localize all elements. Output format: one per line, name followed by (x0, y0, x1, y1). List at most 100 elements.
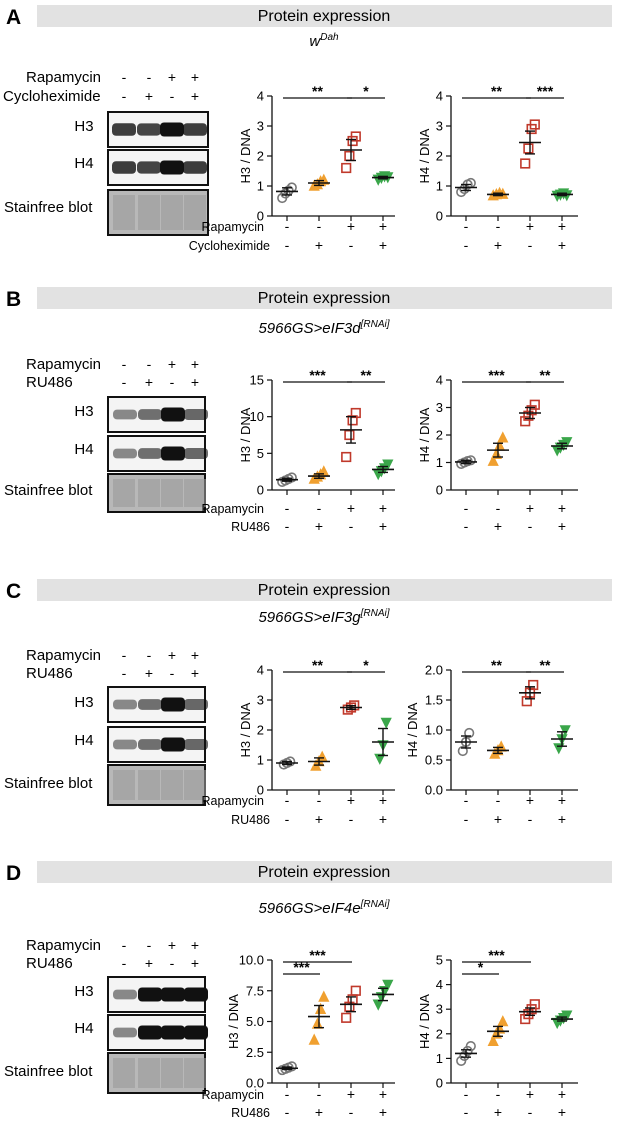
blot-sign: + (145, 955, 153, 971)
blot-sign: - (122, 647, 127, 663)
plot-sign: - (285, 811, 290, 827)
plot-sign: + (379, 792, 387, 808)
blot-row-label-rapamycin: Rapamycin (26, 69, 101, 86)
y-tick-label: 10.0 (239, 953, 264, 968)
significance-label: *** (537, 83, 554, 99)
blot-lane (113, 195, 135, 230)
data-point (344, 150, 355, 162)
y-tick-label: 4 (436, 89, 443, 104)
blot-lane (138, 1058, 160, 1088)
blot-row-label-rapamycin: Rapamycin (26, 647, 101, 664)
plot-sign: + (315, 518, 323, 534)
y-axis-label: H4 / DNA (417, 407, 432, 462)
y-tick-label: 1.5 (425, 693, 443, 708)
data-point (529, 119, 540, 130)
blot-lane (184, 195, 206, 230)
blot-label: H3 (74, 403, 93, 420)
plot-sign: - (285, 218, 290, 234)
blot-band (161, 446, 185, 461)
y-axis-label: H3 / DNA (226, 994, 241, 1049)
y-tick-label: 1 (436, 1051, 443, 1066)
significance-label: *** (488, 367, 505, 383)
data-point (314, 1002, 327, 1014)
blot-band (184, 448, 208, 459)
blot-band (161, 987, 185, 1002)
plot-sign: + (558, 792, 566, 808)
plot-sign: + (347, 500, 355, 516)
data-point (529, 399, 540, 410)
blot-label: H4 (74, 1020, 93, 1037)
blot-label: H3 (74, 118, 93, 135)
data-point (318, 990, 330, 1002)
plot-sign: + (558, 518, 566, 534)
blot-band (113, 448, 137, 459)
plot-sign: - (285, 1086, 290, 1102)
plot-sign: + (347, 792, 355, 808)
blot-sign: - (122, 665, 127, 681)
blot-lane (161, 195, 183, 230)
plot-sign: + (379, 500, 387, 516)
data-point (308, 1033, 320, 1045)
blot-lane (161, 479, 183, 507)
data-point (497, 1015, 509, 1027)
section-title: Protein expression (258, 864, 391, 881)
blot-band (184, 699, 208, 710)
blot-label: H4 (74, 732, 93, 749)
significance-label: *** (309, 367, 326, 383)
plot-sign: - (528, 518, 533, 534)
blot-band (161, 737, 185, 752)
blot-lane (113, 770, 135, 800)
blot-sign: + (191, 69, 199, 85)
y-tick-label: 1.0 (425, 723, 443, 738)
plot-sign: - (496, 500, 501, 516)
y-tick-label: 0.0 (246, 1076, 264, 1091)
blot-sign: - (147, 69, 152, 85)
plot-sign: - (317, 792, 322, 808)
data-point (526, 405, 537, 416)
data-point (520, 158, 531, 169)
plot-sign: + (558, 218, 566, 234)
plot-h3: 0.02.55.07.510.0H3 / DNA******--++-+-+ (226, 947, 395, 1120)
plot-row-label-rapamycin: Rapamycin (201, 794, 264, 808)
section-title: Protein expression (258, 8, 391, 25)
plot-sign: + (315, 1104, 323, 1120)
blot-row-label-treatment: RU486 (26, 374, 73, 391)
blot-label: H4 (74, 155, 93, 172)
plot-sign: - (349, 518, 354, 534)
plot-row-label-rapamycin: Rapamycin (201, 220, 264, 234)
y-tick-label: 0.5 (425, 753, 443, 768)
y-tick-label: 0 (257, 483, 264, 498)
data-point (341, 451, 352, 463)
blot-sign: - (122, 937, 127, 953)
blot-sign: + (168, 69, 176, 85)
y-tick-label: 15 (250, 373, 264, 388)
blot-row-label-treatment: RU486 (26, 665, 73, 682)
significance-label: * (478, 959, 484, 975)
significance-label: ** (312, 83, 323, 99)
significance-label: ** (312, 657, 323, 673)
data-point (497, 431, 509, 443)
section-banner (37, 287, 612, 309)
plot-h4: 0.00.51.01.52.0H4 / DNA****--++-+-+ (405, 657, 578, 827)
blot-sign: + (145, 665, 153, 681)
y-axis-label: H3 / DNA (238, 128, 253, 183)
y-tick-label: 5 (257, 446, 264, 461)
blot-sign: - (170, 955, 175, 971)
blot-lane (138, 195, 160, 230)
plot-sign: - (317, 500, 322, 516)
plot-sign: + (526, 1086, 534, 1102)
data-point (464, 727, 475, 739)
significance-label: ** (491, 657, 502, 673)
data-point (559, 725, 571, 737)
blot-lane (138, 479, 160, 507)
plot-sign: + (526, 500, 534, 516)
blot-band (184, 987, 208, 1002)
data-point (341, 1012, 352, 1023)
blot-band (113, 409, 137, 420)
y-tick-label: 1 (257, 179, 264, 194)
plot-sign: - (349, 237, 354, 253)
